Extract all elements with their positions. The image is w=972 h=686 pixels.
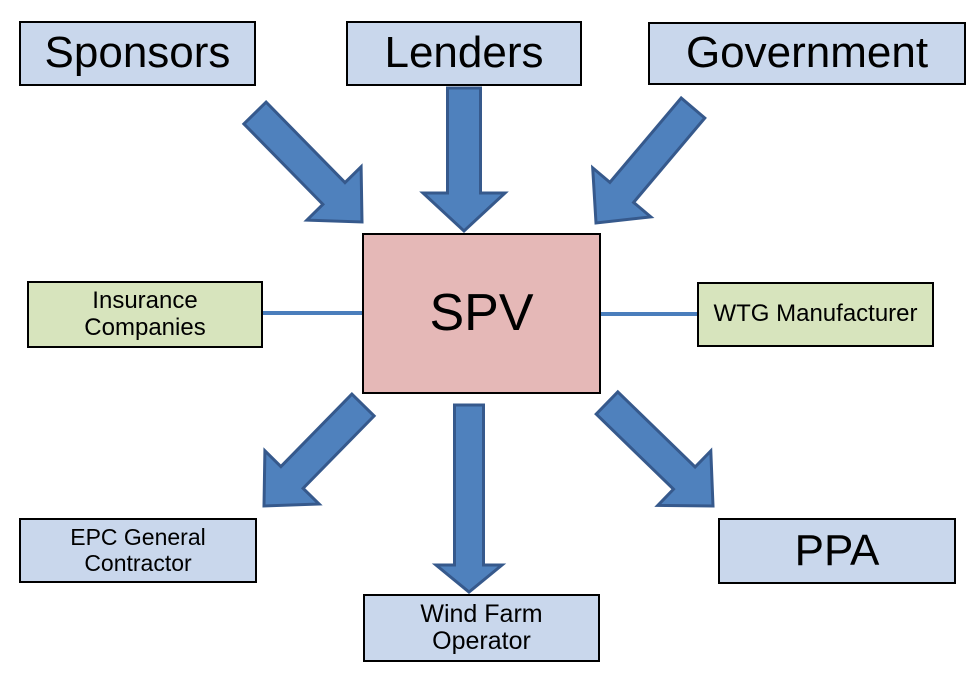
ppa-label: PPA — [794, 525, 880, 575]
node-sponsors: Sponsors — [19, 21, 256, 86]
epc-general-contractor-label: EPC General Contractor — [70, 524, 206, 576]
spv-label: SPV — [429, 283, 534, 342]
node-wind-farm-operator: Wind Farm Operator — [363, 594, 600, 662]
node-insurance-companies: Insurance Companies — [27, 281, 263, 348]
lenders-label: Lenders — [384, 28, 544, 78]
arrow-spv-to-windfarm — [431, 403, 507, 594]
arrow-spv-to-epc — [262, 391, 377, 508]
arrow-sponsors-to-spv — [241, 99, 364, 224]
wtg-manufacturer-label: WTG Manufacturer — [713, 300, 918, 328]
arrow-government-to-spv — [590, 95, 707, 225]
sponsors-label: Sponsors — [44, 28, 231, 78]
node-epc-general-contractor: EPC General Contractor — [19, 518, 257, 583]
node-spv: SPV — [362, 233, 601, 394]
node-ppa: PPA — [718, 518, 956, 584]
node-government: Government — [648, 22, 966, 85]
node-lenders: Lenders — [346, 21, 582, 86]
node-wtg-manufacturer: WTG Manufacturer — [697, 282, 934, 347]
arrow-spv-to-ppa — [594, 389, 715, 508]
government-label: Government — [685, 28, 929, 78]
wind-farm-operator-label: Wind Farm Operator — [420, 599, 543, 655]
arrow-lenders-to-spv — [419, 86, 509, 234]
insurance-companies-label: Insurance Companies — [84, 287, 206, 341]
